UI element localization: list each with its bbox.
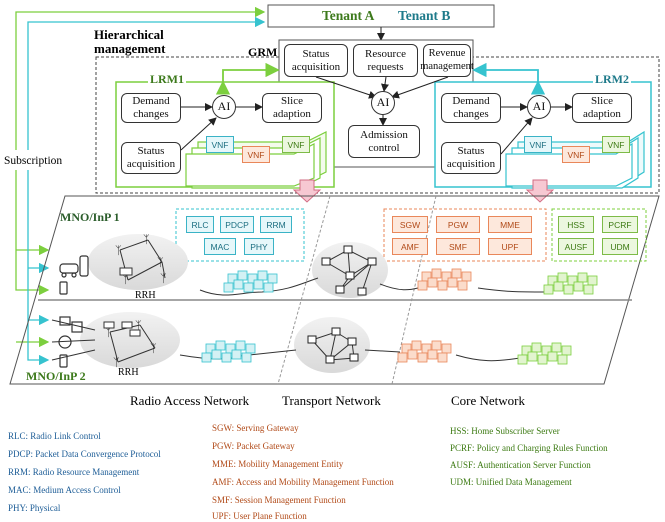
core-chip-smf: SMF — [436, 238, 480, 255]
svg-text:ᛉ: ᛉ — [122, 274, 129, 286]
ran-section-title: Radio Access Network — [130, 393, 250, 408]
legend-smf: SMF: Session Management Function — [212, 495, 346, 505]
lrm2-vnf-1: VNF — [524, 136, 552, 153]
svg-text:ᛉ: ᛉ — [150, 343, 157, 355]
grm-admission-box: Admission control — [348, 125, 420, 158]
core-chip-pcrf: PCRF — [602, 216, 638, 233]
lrm1-status-box: Status acquisition — [121, 142, 181, 174]
legend-phy: PHY: Physical — [8, 503, 61, 513]
lrm2-demand-box: Demand changes — [441, 93, 501, 123]
grm-ai-circle: AI — [371, 91, 395, 115]
lrm1-ai-circle: AI — [212, 95, 236, 119]
tenant-b: Tenant B — [398, 8, 451, 23]
lrm2-slice-box: Slice adaption — [572, 93, 632, 123]
core-server-stack-1 — [417, 268, 472, 291]
tenant-a: Tenant A — [322, 8, 375, 23]
legend-rlc: RLC: Radio Link Control — [8, 431, 101, 441]
legend-amf: AMF: Access and Mobility Management Func… — [212, 477, 394, 487]
legend-hss: HSS: Home Subscriber Server — [450, 426, 560, 436]
core-section-title: Core Network — [451, 393, 526, 408]
core-chip-hss: HSS — [558, 216, 594, 233]
subscription-label: Subscription — [4, 155, 63, 169]
legend-upf: UPF: User Plane Function — [212, 511, 307, 521]
core-chip-pgw: PGW — [436, 216, 480, 233]
rrh-label-1: RRH — [135, 290, 156, 301]
legend-rrm: RRM: Radio Resource Management — [8, 467, 140, 477]
ran-server-stack-1 — [223, 270, 278, 293]
lrm2-ai-circle: AI — [527, 95, 551, 119]
legend-udm: UDM: Unified Data Management — [450, 477, 572, 487]
lrm2-vnf-3: VNF — [602, 136, 630, 153]
ran-chip-mac: MAC — [204, 238, 236, 255]
legend-pcrf: PCRF: Policy and Charging Rules Function — [450, 443, 608, 453]
lrm1-vnf-3: VNF — [282, 136, 310, 153]
core-chip-amf: AMF — [392, 238, 428, 255]
ran-chip-phy: PHY — [244, 238, 274, 255]
lrm1-slice-box: Slice adaption — [262, 93, 322, 123]
mno2-label: MNO/InP 2 — [26, 369, 86, 383]
core-server-stack-2 — [397, 340, 452, 363]
legend-sgw: SGW: Serving Gateway — [212, 423, 299, 433]
grm-status-box: Status acquisition — [284, 44, 348, 77]
svg-text:ᛉ: ᛉ — [160, 273, 167, 285]
core-chip-ausf: AUSF — [558, 238, 594, 255]
svg-text:ᛉ: ᛉ — [115, 245, 122, 257]
lrm1-label: LRM1 — [148, 72, 186, 86]
lrm1-demand-box: Demand changes — [121, 93, 181, 123]
grm-revenue-box: Revenue management — [420, 44, 474, 77]
grm-resource-box: Resource requests — [353, 44, 418, 77]
lrm1-vnf-1: VNF — [206, 136, 234, 153]
svg-text:ᛉ: ᛉ — [105, 327, 112, 339]
ran-server-stack-2 — [201, 340, 256, 363]
rrh-label-2: RRH — [118, 367, 139, 378]
core-chip-mme: MME — [488, 216, 532, 233]
hierarchical-label: Hierarchical management — [94, 27, 166, 56]
svg-text:ᛉ: ᛉ — [113, 357, 120, 369]
mno1-label: MNO/InP 1 — [60, 210, 120, 224]
legend-mac: MAC: Medium Access Control — [8, 485, 121, 495]
svg-text:ᛉ: ᛉ — [143, 234, 150, 246]
legend-pdcp: PDCP: Packet Data Convergence Protocol — [8, 449, 161, 459]
svg-text:ᛉ: ᛉ — [157, 257, 164, 269]
core-server-stack-3 — [543, 272, 598, 295]
svg-text:ᛉ: ᛉ — [135, 320, 142, 332]
ran-chip-pdcp: PDCP — [220, 216, 254, 233]
legend-pgw: PGW: Packet Gateway — [212, 441, 295, 451]
core-chip-udm: UDM — [602, 238, 638, 255]
transport-section-title: Transport Network — [282, 393, 381, 408]
legend-ausf: AUSF: Authentication Server Function — [450, 460, 591, 470]
ran-chip-rlc: RLC — [186, 216, 214, 233]
core-chip-sgw: SGW — [392, 216, 428, 233]
core-server-stack-4 — [517, 342, 572, 365]
grm-label: GRM — [248, 45, 278, 59]
core-chip-upf: UPF — [488, 238, 532, 255]
ran-chip-rrm: RRM — [260, 216, 292, 233]
lrm1-vnf-2: VNF — [242, 146, 270, 163]
lrm2-status-box: Status acquisition — [441, 142, 501, 174]
legend-mme: MME: Mobility Management Entity — [212, 459, 344, 469]
lrm2-label: LRM2 — [593, 72, 631, 86]
lrm2-vnf-2: VNF — [562, 146, 590, 163]
